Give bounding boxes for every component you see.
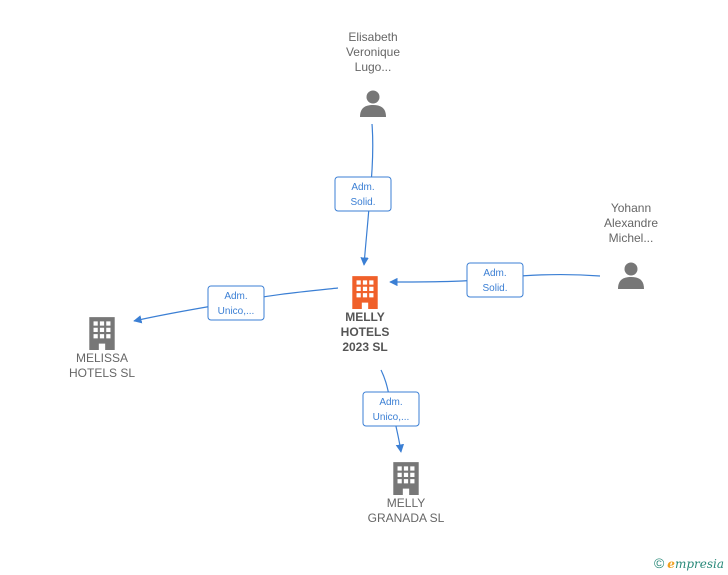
edge-label-text: Adm. [224,291,247,302]
node-label: 2023 SL [342,340,387,354]
edge-label-box [466,262,524,298]
brand-logo-initial: e [667,557,675,571]
brand-logo-text: mpresia [674,557,724,571]
edges-layer: Adm. Solid. Adm. Solid. Adm. Unico,... Adm. Uni… [133,123,601,453]
person-icon [360,90,386,117]
edge-elisabeth-to-main: Adm. Solid. [334,123,392,266]
node-label: HOTELS [341,325,390,339]
node-label: MELLY [345,310,385,324]
edge-label[interactable]: Adm. Solid. [334,176,392,212]
copyright-symbol: © [653,555,665,571]
node-label: Veronique [346,45,400,59]
edge-label-text: Solid. [482,283,507,294]
company-building-icon [393,462,419,495]
edge-label-text: Adm. [483,268,506,279]
main-company-building-icon [352,276,378,309]
person-icon [618,262,644,289]
node-label: Alexandre [604,216,658,230]
node-label: GRANADA SL [368,511,445,525]
edge-main-to-granada: Adm. Unico,... [362,369,420,453]
node-yohann[interactable]: YohannAlexandreMichel... [604,201,658,289]
node-label: MELISSA [76,351,128,365]
node-label: Michel... [609,231,654,245]
node-elisabeth[interactable]: ElisabethVeroniqueLugo... [346,30,400,117]
edge-yohann-to-main: Adm. Solid. [389,262,601,298]
edge-label-text: Unico,... [218,306,255,317]
edge-label[interactable]: Adm. Solid. [466,262,524,298]
edge-label[interactable]: Adm. Unico,... [207,285,265,321]
edge-label[interactable]: Adm. Unico,... [362,391,420,427]
edge-label-text: Solid. [350,197,375,208]
edge-label-box [334,176,392,212]
edge-main-to-melissa: Adm. Unico,... [133,285,339,324]
edge-label-text: Adm. [351,182,374,193]
node-label: HOTELS SL [69,366,135,380]
edge-label-text: Unico,... [373,412,410,423]
node-label: Elisabeth [348,30,397,44]
node-label: MELLY [387,496,425,510]
node-label: Yohann [611,201,651,215]
node-label: Lugo... [355,60,392,74]
edge-label-text: Adm. [379,397,402,408]
empresia-watermark: ©empresia [654,555,724,571]
edge-label-box [362,391,420,427]
company-building-icon [89,317,115,350]
edge-label-box [207,285,265,321]
